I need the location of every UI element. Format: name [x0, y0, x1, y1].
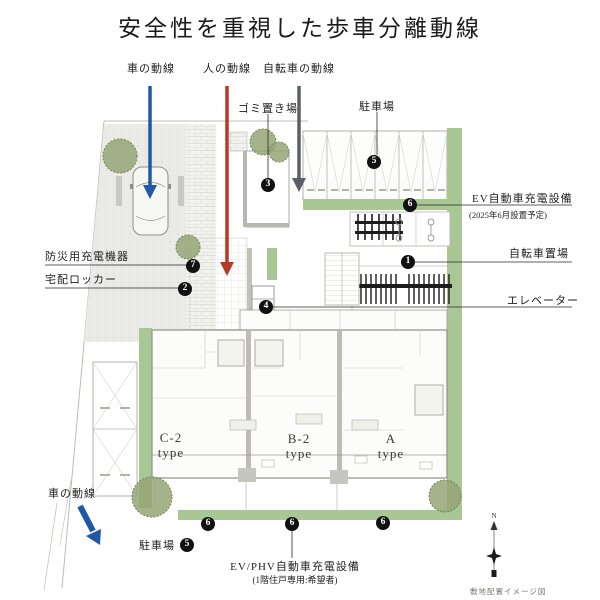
unit-c2-name: C-2	[159, 430, 183, 446]
legend-bicycle-route: 自転車の動線	[263, 63, 335, 75]
label-ev-phv-note: (1階住戸専用:希望者)	[252, 575, 338, 585]
unit-label-c2: C-2 type	[157, 430, 185, 461]
marker-5-bottom: 5	[180, 538, 194, 552]
terrace	[154, 455, 433, 510]
motorcycle-icon	[395, 218, 435, 242]
label-ev-charging-note: (2025年6月設置予定)	[469, 210, 547, 220]
label-parking-bottom: 駐車場	[139, 540, 175, 552]
marker-2: 2	[178, 282, 192, 296]
label-parking-top: 駐車場	[359, 101, 395, 113]
caption-site-layout: 敷地配置イメージ図	[470, 587, 547, 596]
marker-5-top: 5	[367, 155, 381, 169]
label-ev-phv-charging: EV/PHV自動車充電設備	[230, 561, 360, 573]
label-ev-charging: EV自動車充電設備	[472, 193, 573, 205]
label-elevator: エレベーター	[507, 295, 579, 307]
label-delivery-locker: 宅配ロッカー	[45, 274, 117, 286]
marker-6-bottom-center: 6	[285, 517, 299, 531]
pedestrian-path	[186, 124, 248, 342]
bathrooms	[217, 339, 444, 416]
unit-a-name: A	[385, 431, 397, 447]
page-title: 安全性を重視した歩車分離動線	[118, 16, 482, 41]
person-route-arrow	[220, 86, 234, 276]
kitchens	[229, 413, 379, 431]
unit-b2-name: B-2	[287, 431, 311, 447]
legend-person-route: 人の動線	[203, 63, 251, 75]
building	[151, 309, 448, 510]
landscape-green-bands	[139, 128, 462, 520]
label-garbage-area: ゴミ置き場	[238, 103, 298, 115]
car-route-arrow-bottom	[77, 504, 101, 545]
marker-7: 7	[186, 259, 200, 273]
label-car-route-bottom: 車の動線	[48, 488, 96, 500]
marker-6-bottom-left: 6	[201, 517, 215, 531]
bicycle-rack	[351, 265, 459, 313]
staircase	[324, 252, 360, 306]
pointer-lines	[45, 112, 572, 558]
bicycle-route-arrow	[292, 86, 306, 192]
parking-area-left	[92, 361, 138, 497]
tree-icons	[102, 128, 462, 518]
ev-charger-rack	[355, 214, 403, 240]
unit-b2-suffix: type	[285, 446, 313, 461]
unit-label-a: A type	[377, 431, 405, 462]
compass-icon	[486, 521, 502, 577]
label-disaster-charger: 防災用充電機器	[45, 251, 129, 263]
marker-4: 4	[259, 300, 273, 314]
compass-north-label: N	[491, 512, 497, 520]
marker-6-top: 6	[403, 198, 417, 212]
unit-c2-suffix: type	[157, 445, 185, 460]
site-boundary	[43, 120, 308, 591]
marker-6-bottom-right: 6	[376, 516, 390, 530]
unit-label-b2: B-2 type	[285, 431, 313, 462]
legend-car-route: 車の動線	[127, 63, 175, 75]
marker-3: 3	[261, 178, 275, 192]
unit-a-suffix: type	[377, 446, 405, 461]
marker-1: 1	[401, 255, 415, 269]
route-arrows	[77, 86, 306, 545]
car-route-arrow	[143, 86, 157, 199]
motorcycle-ev-area	[349, 211, 451, 247]
label-bicycle-parking: 自転車置場	[509, 248, 569, 260]
